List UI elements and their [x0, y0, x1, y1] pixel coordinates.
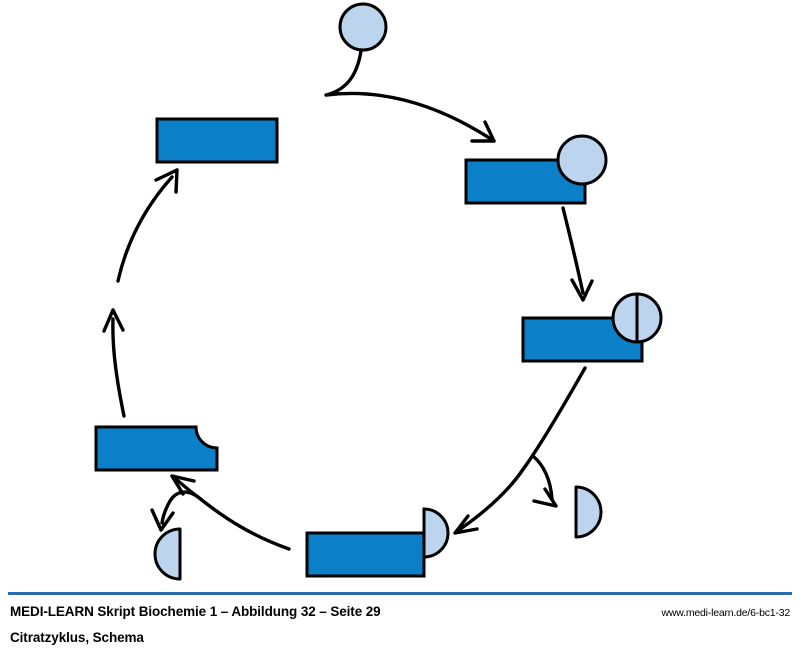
- node-upper-left-rectangle[interactable]: [155, 117, 279, 164]
- right-upper-attached-circle: [556, 134, 608, 186]
- arrows-layer: [102, 49, 594, 551]
- bottom-rectangle-bump: [422, 507, 450, 559]
- node-right-upper-rectangle-with-circle[interactable]: [464, 134, 608, 205]
- branch-arrow-to-left-half-circle: [150, 490, 200, 532]
- arrow-notched-rectangle-upward: [102, 308, 126, 418]
- node-top-circle[interactable]: [338, 2, 388, 52]
- node-right-lower-rectangle-with-split-circle[interactable]: [521, 292, 663, 363]
- figure-footer: MEDI-LEARN Skript Biochemie 1 – Abbildun…: [0, 592, 800, 651]
- arrow-upward-to-upper-left-rectangle: [116, 168, 179, 283]
- footer-figure-title: Citratzyklus, Schema: [10, 630, 144, 645]
- arrow-top-circle-to-right-rectangle: [324, 49, 496, 143]
- branch-arrow-to-right-half-circle: [531, 454, 558, 508]
- footer-divider-rule: [8, 592, 792, 595]
- node-left-half-circle[interactable]: [153, 527, 182, 581]
- nodes-layer: [94, 2, 663, 581]
- node-left-notched-rectangle[interactable]: [94, 425, 219, 472]
- arrow-right-lower-to-bottom-rectangle: [453, 366, 587, 535]
- arrow-bottom-rectangle-to-notched-rectangle: [170, 474, 291, 551]
- cycle-diagram-canvas: [94, 2, 663, 581]
- footer-source-line: MEDI-LEARN Skript Biochemie 1 – Abbildun…: [10, 604, 381, 619]
- footer-url: www.medi-learn.de/6-bc1-32: [661, 607, 791, 619]
- arrow-right-upper-to-right-lower: [561, 206, 594, 302]
- node-right-half-circle[interactable]: [574, 485, 603, 539]
- node-bottom-rectangle-with-half-circle[interactable]: [305, 507, 450, 578]
- bottom-rectangle-body: [305, 531, 426, 578]
